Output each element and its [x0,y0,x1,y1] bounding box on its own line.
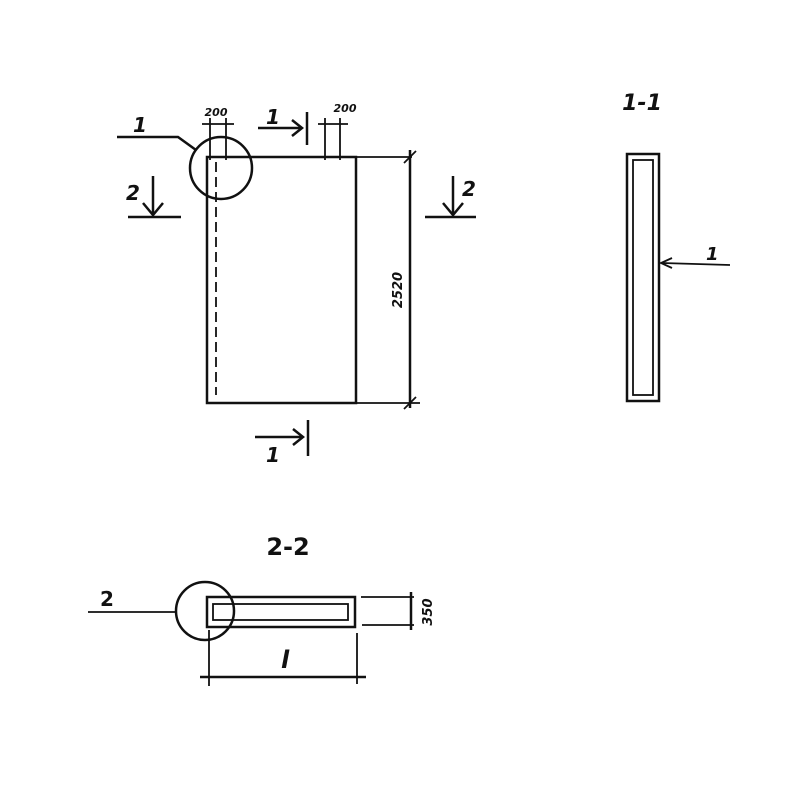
section-top-label: 1 [266,105,280,129]
dim-tick [403,150,417,164]
dim-right-label: 200 [334,102,357,115]
panel-outline [205,155,358,405]
section-marker-top: 1 [258,105,309,145]
detail-circle [174,580,236,642]
section-inner [212,603,349,621]
dim-tick [403,396,417,410]
detail-circle [188,135,254,201]
dim-left-label: 200 [205,106,228,119]
section-1-1: 1-1 1 [622,91,731,403]
section-marker-left: 2 [126,176,181,219]
section-left-label: 2 [126,181,140,205]
section-inner [632,159,654,396]
section-marker-bottom: 1 [255,420,310,467]
callout-leader [661,262,731,266]
section-2-2: 2-2 2 350 l [88,533,436,686]
section-outer [625,152,661,403]
section-outer [205,595,357,629]
section-2-2-title: 2-2 [266,533,309,561]
callout-label: 1 [133,113,147,137]
length-dim-label: l [281,646,290,674]
callout-leader [117,135,197,152]
thickness-dim-label: 350 [421,598,436,625]
section-1-1-callout: 1 [706,244,719,265]
height-dim-label: 2520 [391,272,406,308]
section-2-2-callout: 2 [100,587,114,611]
plan-view: 2520 1 200 200 1 1 2 [117,102,476,467]
section-bottom-label: 1 [266,443,280,467]
arrowhead [658,257,673,269]
section-1-1-title: 1-1 [622,91,662,116]
section-marker-right: 2 [425,176,476,219]
section-right-label: 2 [462,177,476,201]
